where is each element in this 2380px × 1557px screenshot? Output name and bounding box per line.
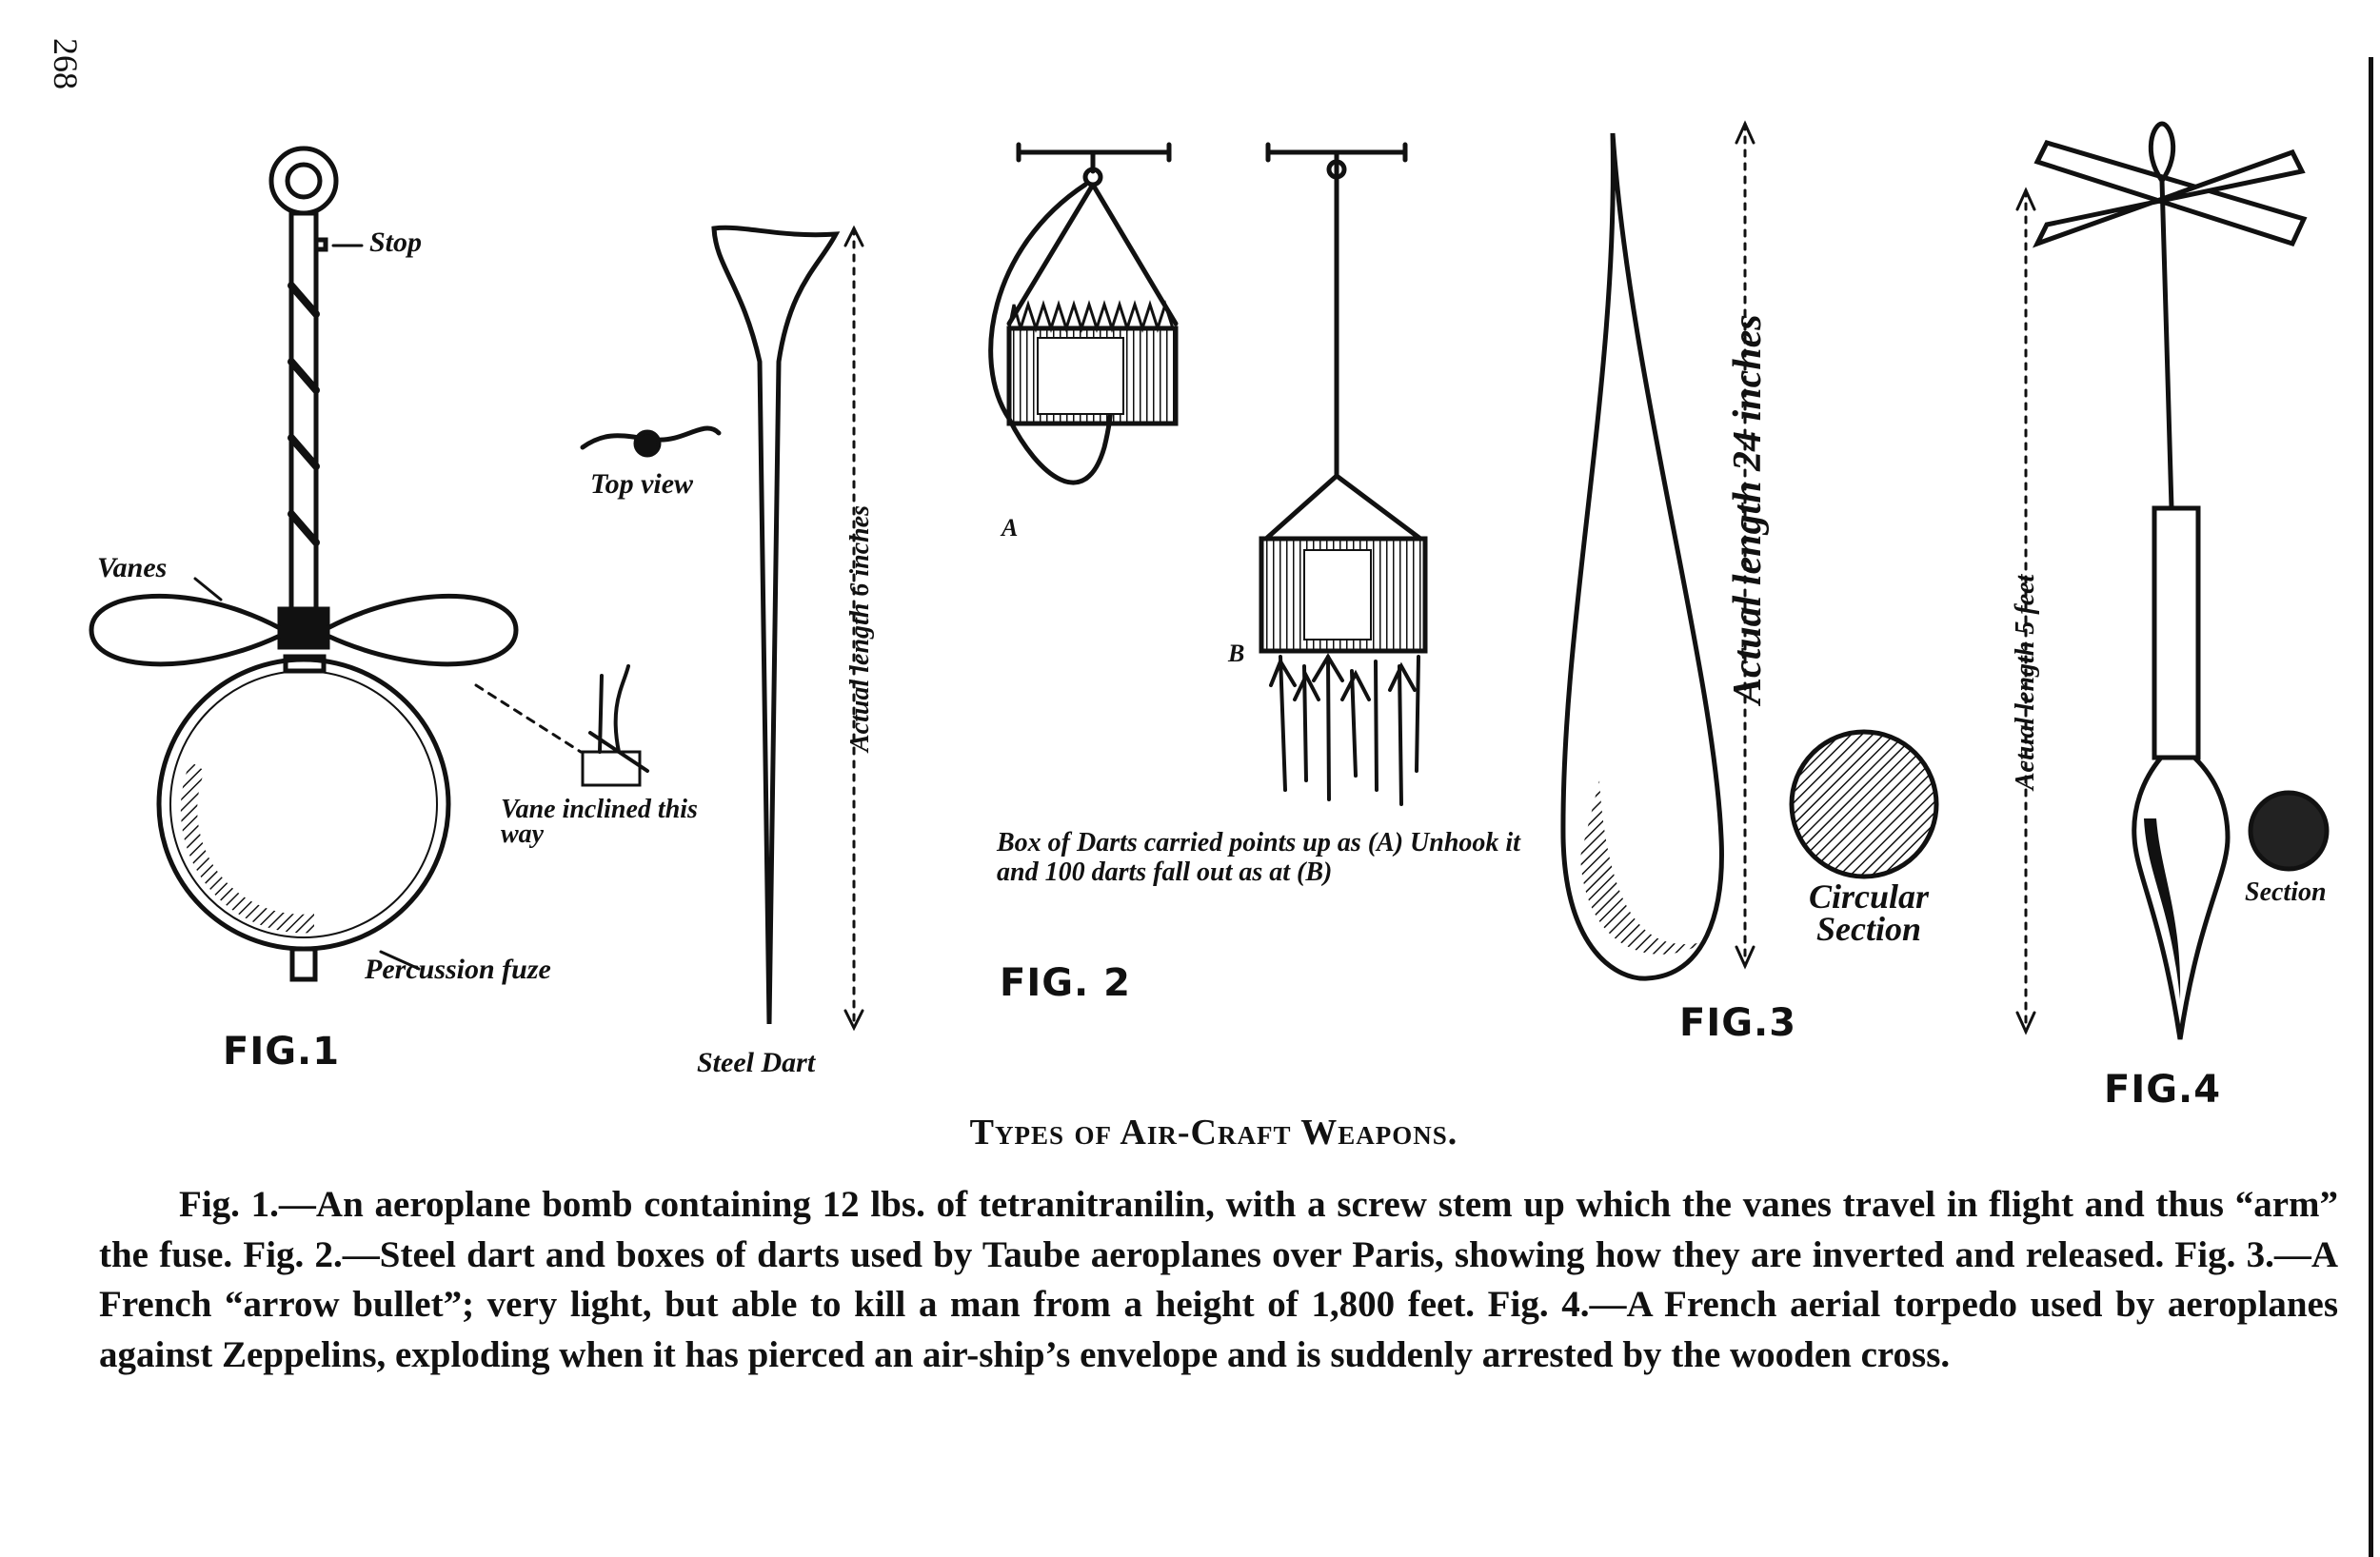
dart-box-note: Box of Darts carried points up as (A) Un… (997, 828, 1520, 887)
page-edge-rule (2369, 57, 2373, 1557)
label-top-view: Top view (590, 468, 694, 500)
fig3-label: FIG.3 (1679, 1001, 1797, 1045)
label-stop: Stop (369, 227, 423, 258)
label-section: Section (2245, 877, 2327, 907)
label-b: B (1228, 640, 1245, 667)
fig2-label: FIG. 2 (1000, 961, 1131, 1005)
plate-caption: Fig. 1.—An aeroplane bomb containing 12 … (99, 1184, 2338, 1375)
steel-dart-drawing (580, 225, 864, 1032)
label-a: A (1002, 514, 1019, 542)
label-steel-dart: Steel Dart (697, 1047, 816, 1078)
fig3-arrow-bullet-drawing (1560, 120, 1939, 981)
label-dart-length: Actual length 6 inches (845, 504, 875, 752)
label-vanes: Vanes (97, 552, 168, 583)
fig4-label: FIG.4 (2104, 1068, 2222, 1112)
label-torpedo-length: Actual length 5 feet (2011, 574, 2040, 790)
label-circular-section: Circular Section (1808, 877, 1930, 948)
label-percussion-fuze: Percussion fuze (365, 954, 551, 985)
label-vane-inclined: Vane inclined this way (501, 795, 698, 849)
page-number: 268 (47, 38, 85, 89)
plate-title: Types of Air-Craft Weapons. (969, 1113, 1458, 1153)
fig4-aerial-torpedo-drawing (2015, 121, 2330, 1040)
label-bullet-length: Actual length 24 inches (1726, 314, 1770, 704)
fig2-dart-boxes-drawing (988, 142, 1428, 806)
fig1-label: FIG.1 (223, 1030, 341, 1074)
fig1-bomb-drawing (89, 146, 649, 982)
